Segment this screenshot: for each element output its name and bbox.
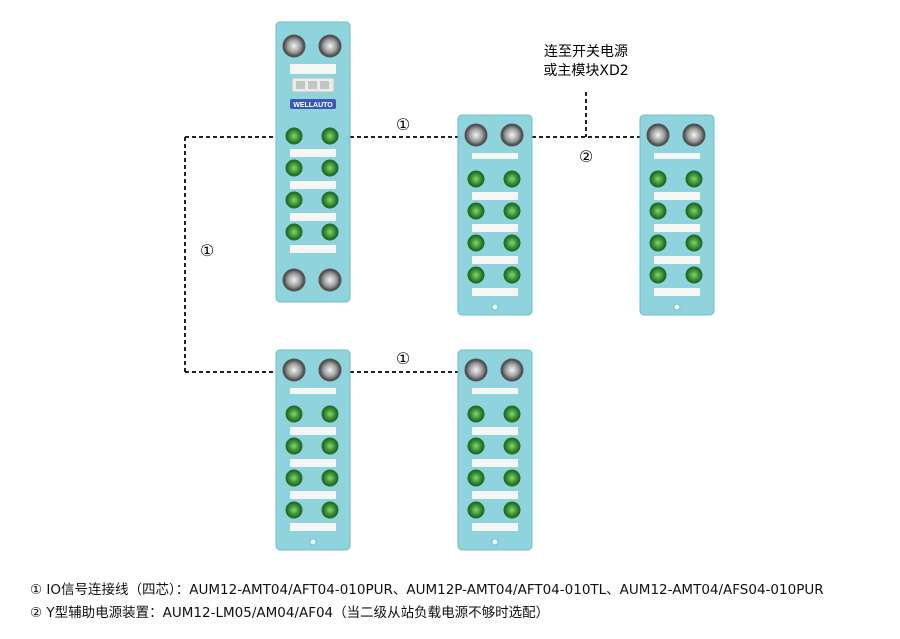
m12-connector-icon: [464, 358, 488, 382]
io-port-icon: [467, 234, 485, 252]
io-port-icon: [649, 266, 667, 284]
m12-connector-icon: [318, 358, 342, 382]
m12-connector-icon: [282, 358, 306, 382]
io-port-icon: [321, 437, 339, 455]
m12-connector-icon: [646, 123, 670, 147]
io-port-icon: [321, 127, 339, 145]
annotation-line1: 连至开关电源: [544, 44, 628, 60]
io-port-icon: [649, 202, 667, 220]
io-port-icon: [285, 223, 303, 241]
io-port-icon: [285, 127, 303, 145]
io-port-icon: [503, 202, 521, 220]
io-port-icon: [285, 501, 303, 519]
io-port-icon: [321, 469, 339, 487]
io-port-icon: [321, 501, 339, 519]
io-port-icon: [467, 266, 485, 284]
io-port-icon: [503, 405, 521, 423]
io-port-icon: [685, 234, 703, 252]
io-port-icon: [503, 170, 521, 188]
mounting-hole-icon: [309, 538, 317, 546]
io-port-icon: [467, 405, 485, 423]
slave-module-3: [275, 349, 351, 551]
io-port-icon: [685, 202, 703, 220]
mounting-hole-icon: [491, 303, 499, 311]
io-port-icon: [467, 170, 485, 188]
io-port-icon: [685, 266, 703, 284]
marker-one-left: ①: [200, 241, 214, 260]
io-port-icon: [649, 234, 667, 252]
io-port-icon: [285, 469, 303, 487]
io-port-icon: [685, 170, 703, 188]
mounting-hole-icon: [673, 303, 681, 311]
io-port-icon: [285, 437, 303, 455]
io-port-icon: [467, 469, 485, 487]
legend-item-2: ② Y型辅助电源装置：AUM12-LM05/AM04/AF04（当二级从站负载电…: [30, 601, 549, 621]
io-port-icon: [503, 501, 521, 519]
annotation-line2: 或主模块XD2: [543, 63, 628, 79]
legend-num-2: ②: [30, 605, 43, 621]
io-port-icon: [503, 469, 521, 487]
m12-connector-icon: [500, 123, 524, 147]
legend-item-1: ① IO信号连接线（四芯）：AUM12-AMT04/AFT04-010PUR、A…: [30, 578, 824, 598]
m12-connector-icon: [500, 358, 524, 382]
io-port-icon: [467, 501, 485, 519]
slave-module-4: [457, 349, 533, 551]
marker-one-bottom: ①: [396, 349, 410, 368]
io-port-icon: [321, 159, 339, 177]
io-port-icon: [503, 266, 521, 284]
io-port-icon: [285, 405, 303, 423]
io-port-icon: [321, 191, 339, 209]
legend-num-1: ①: [30, 582, 43, 598]
io-port-icon: [503, 234, 521, 252]
marker-two: ②: [579, 147, 593, 166]
io-port-icon: [321, 223, 339, 241]
io-port-icon: [503, 437, 521, 455]
legend-text-2: Y型辅助电源装置：AUM12-LM05/AM04/AF04（当二级从站负载电源不…: [46, 605, 550, 621]
master-module: WELLAUTO: [275, 21, 351, 303]
io-port-icon: [467, 437, 485, 455]
connection-lines: [184, 92, 640, 373]
slave-module-2: [639, 114, 715, 316]
io-port-icon: [649, 170, 667, 188]
logo-text: WELLAUTO: [293, 102, 333, 109]
io-port-icon: [285, 159, 303, 177]
io-port-icon: [285, 191, 303, 209]
marker-one-top: ①: [396, 115, 410, 134]
m12-connector-icon: [682, 123, 706, 147]
mounting-hole-icon: [491, 538, 499, 546]
io-port-icon: [467, 202, 485, 220]
wellauto-logo: [290, 99, 336, 109]
legend-text-1: IO信号连接线（四芯）：AUM12-AMT04/AFT04-010PUR、AUM…: [46, 582, 824, 598]
io-port-icon: [321, 405, 339, 423]
m12-connector-icon: [464, 123, 488, 147]
slave-module-1: [457, 114, 533, 316]
